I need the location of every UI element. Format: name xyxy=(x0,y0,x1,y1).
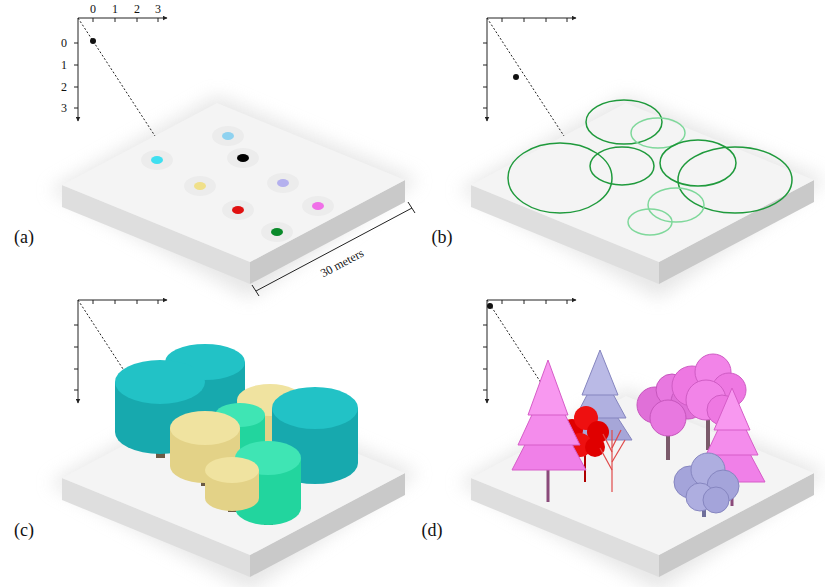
dimension-bracket xyxy=(252,202,415,296)
axis-tick-label: 0 xyxy=(90,3,96,15)
axis-tick-label: 3 xyxy=(61,102,67,114)
progress-dot xyxy=(513,74,519,80)
ground-slab xyxy=(50,96,418,298)
axis-tick-label: 0 xyxy=(61,37,67,49)
axis-tick-label: 1 xyxy=(112,3,118,15)
dimension-label: 30 meters xyxy=(318,247,365,280)
ground-slab xyxy=(459,96,825,298)
canopy-circles xyxy=(508,100,792,235)
axis-frame xyxy=(483,300,576,418)
axis-tick-label: 1 xyxy=(61,59,67,71)
panel-label: (b) xyxy=(432,228,453,246)
ground-slab xyxy=(459,389,825,587)
panel-label: (c) xyxy=(14,521,34,539)
progress-dot xyxy=(487,303,493,309)
seed-points xyxy=(141,126,334,242)
axis-frame xyxy=(74,18,167,136)
axis-frame xyxy=(483,18,576,136)
ground-slab xyxy=(50,389,418,587)
axis-tick-label: 3 xyxy=(155,3,161,15)
axis-tick-label: 2 xyxy=(134,3,140,15)
progress-dot xyxy=(90,38,96,44)
panel-label: (a) xyxy=(14,228,34,246)
tree-models xyxy=(512,350,765,517)
panel-label: (d) xyxy=(422,521,443,539)
crown-cylinders xyxy=(115,344,358,525)
axis-tick-label: 2 xyxy=(61,81,67,93)
